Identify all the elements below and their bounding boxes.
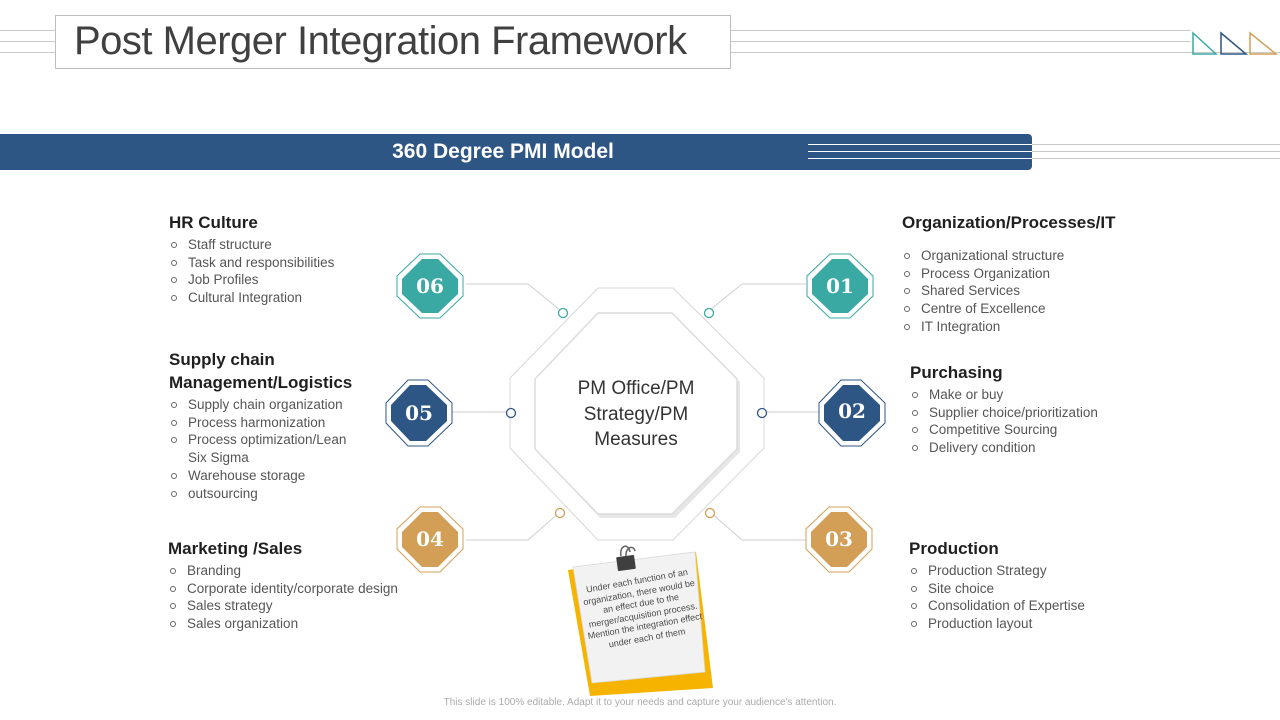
node-06: 06 [397, 254, 463, 318]
organization-list: Organizational structure Process Organiz… [902, 247, 1152, 336]
list-item: Corporate identity/corporate design [168, 580, 418, 598]
list-item: Site choice [909, 580, 1149, 598]
dot-01 [705, 309, 714, 318]
block-organization: Organization/Processes/IT Organizational… [902, 211, 1152, 336]
list-item: Job Profiles [169, 271, 399, 289]
dot-02 [758, 409, 767, 418]
footer-note: This slide is 100% editable. Adapt it to… [0, 697, 1280, 708]
list-item: outsourcing [169, 485, 389, 503]
list-item: Delivery condition [910, 439, 1150, 457]
list-item: Production Strategy [909, 562, 1149, 580]
hr-culture-title: HR Culture [169, 211, 399, 234]
purchasing-list: Make or buy Supplier choice/prioritizati… [910, 386, 1150, 457]
block-hr-culture: HR Culture Staff structure Task and resp… [169, 211, 399, 307]
list-item: Process Organization [902, 265, 1152, 283]
marketing-sales-title: Marketing /Sales [168, 537, 418, 560]
node-02: 02 [819, 380, 885, 446]
block-supply-chain: Supply chain Management/Logistics Supply… [169, 348, 389, 502]
list-item: IT Integration [902, 318, 1152, 336]
connector-04 [466, 512, 560, 540]
organization-title: Organization/Processes/IT [902, 211, 1152, 234]
marketing-sales-list: Branding Corporate identity/corporate de… [168, 562, 418, 633]
list-item: Consolidation of Expertise [909, 597, 1149, 615]
dot-06 [559, 309, 568, 318]
list-item: Shared Services [902, 282, 1152, 300]
node-01: 01 [807, 254, 873, 318]
connector-03 [710, 512, 806, 540]
connector-06 [466, 284, 560, 310]
list-item: Centre of Excellence [902, 300, 1152, 318]
list-item-continuation: Six Sigma [169, 449, 389, 467]
supply-chain-list: Supply chain organization Process harmon… [169, 396, 389, 502]
node-05-number: 05 [405, 401, 433, 425]
node-06-number: 06 [416, 274, 444, 298]
list-item: Supply chain organization [169, 396, 389, 414]
node-03: 03 [806, 507, 872, 572]
purchasing-title: Purchasing [910, 361, 1150, 384]
list-item: Process optimization/Lean [169, 431, 389, 449]
supply-chain-title-line1: Supply chain [169, 348, 389, 371]
node-01-number: 01 [826, 274, 854, 298]
center-label: PM Office/PM Strategy/PM Measures [548, 376, 724, 453]
list-item: Branding [168, 562, 418, 580]
binder-clip-icon [616, 546, 636, 571]
block-marketing-sales: Marketing /Sales Branding Corporate iden… [168, 537, 418, 633]
node-03-number: 03 [825, 527, 853, 551]
list-item: Production layout [909, 615, 1149, 633]
list-item: Process harmonization [169, 414, 389, 432]
node-05: 05 [386, 380, 452, 446]
block-production: Production Production Strategy Site choi… [909, 537, 1149, 633]
hr-culture-list: Staff structure Task and responsibilitie… [169, 236, 399, 307]
list-item: Staff structure [169, 236, 399, 254]
block-purchasing: Purchasing Make or buy Supplier choice/p… [910, 361, 1150, 457]
list-item: Cultural Integration [169, 289, 399, 307]
dot-05 [507, 409, 516, 418]
list-item: Sales organization [168, 615, 418, 633]
list-item: Organizational structure [902, 247, 1152, 265]
list-item: Sales strategy [168, 597, 418, 615]
node-04-number: 04 [416, 527, 444, 551]
list-item: Warehouse storage [169, 467, 389, 485]
node-02-number: 02 [838, 399, 866, 423]
production-list: Production Strategy Site choice Consolid… [909, 562, 1149, 633]
connector-01 [710, 284, 806, 310]
supply-chain-title-line2: Management/Logistics [169, 371, 389, 394]
list-item: Supplier choice/prioritization [910, 404, 1150, 422]
list-item: Make or buy [910, 386, 1150, 404]
production-title: Production [909, 537, 1149, 560]
dot-03 [706, 509, 715, 518]
dot-04 [556, 509, 565, 518]
list-item: Competitive Sourcing [910, 421, 1150, 439]
list-item: Task and responsibilities [169, 254, 399, 272]
